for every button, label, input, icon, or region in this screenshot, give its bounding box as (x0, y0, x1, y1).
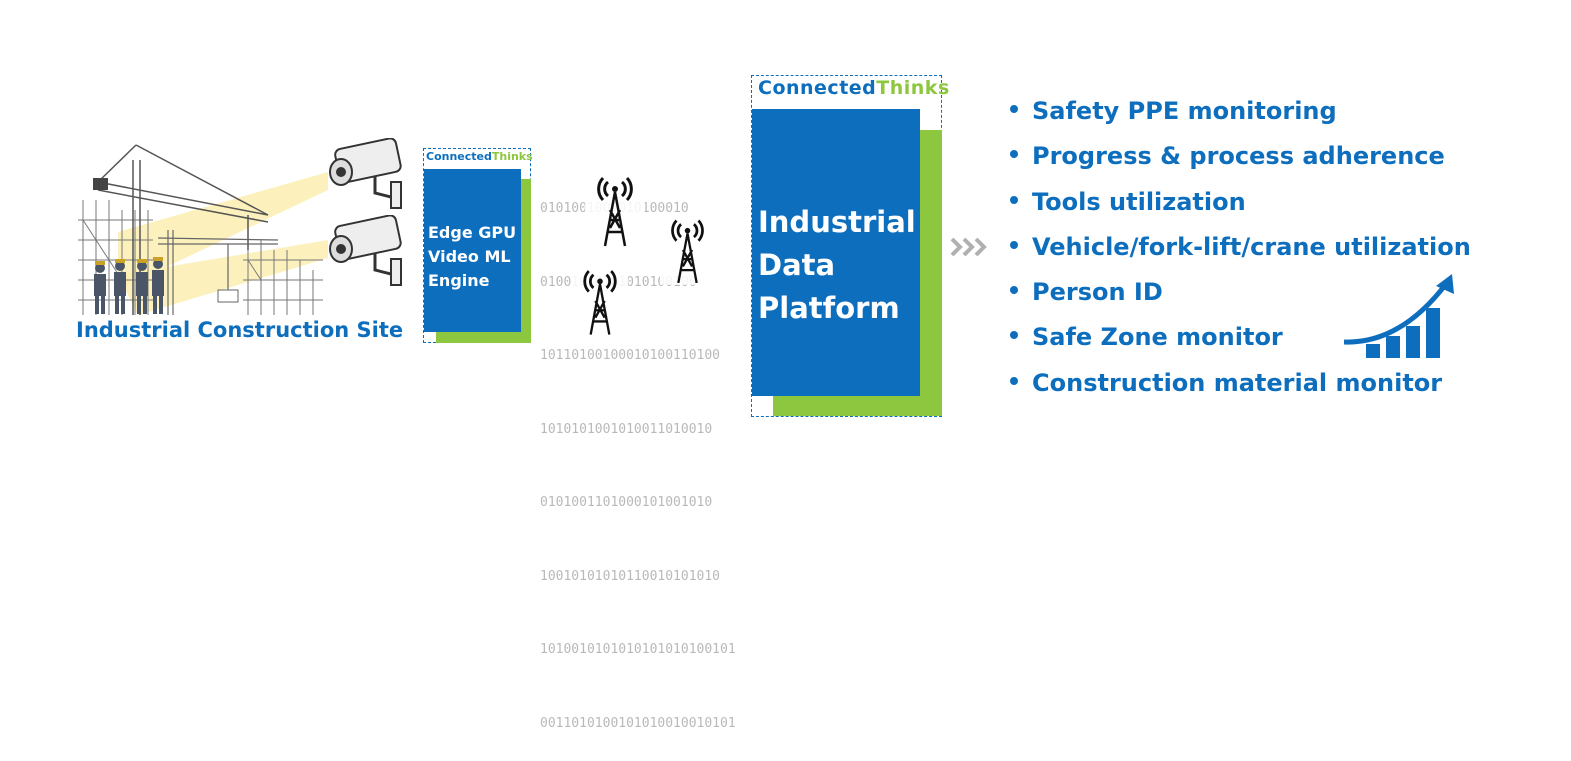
platform-card: ConnectedThinks Industrial Data Platform (751, 75, 949, 417)
list-item: Safe Zone monitor (1010, 318, 1471, 363)
radio-tower-svg (585, 170, 645, 248)
capabilities-list: Safety PPE monitoring Progress & process… (1010, 92, 1471, 409)
bullet-dot-icon (1010, 286, 1018, 295)
list-item: Vehicle/fork-lift/crane utilization (1010, 228, 1471, 273)
bullet-dot-icon (1010, 105, 1018, 113)
list-item: Safety PPE monitoring (1010, 92, 1471, 137)
edge-title: Edge GPU Video ML Engine (428, 221, 516, 293)
list-item-label: Tools utilization (1032, 187, 1246, 216)
list-item-label: Safe Zone monitor (1032, 323, 1283, 352)
list-item: Person ID (1010, 273, 1471, 318)
growth-chart-icon (1340, 272, 1458, 362)
list-item: Tools utilization (1010, 183, 1471, 228)
radio-tower-icon (585, 170, 645, 248)
list-item: Construction material monitor (1010, 364, 1471, 409)
binary-line: 10110100100010100110100 (540, 348, 721, 363)
bullet-dot-icon (1010, 240, 1018, 249)
radio-tower-svg (660, 213, 715, 285)
edge-title-line: Edge GPU (428, 223, 517, 242)
construction-site-svg (78, 144, 328, 315)
edge-brand-part-b: Thinks (491, 150, 533, 163)
edge-brand-part-a: Connected (426, 150, 492, 163)
list-item: Progress & process adherence (1010, 137, 1471, 182)
edge-card-blue-panel (424, 169, 521, 332)
binary-line: 0011010100101010010010101 (540, 715, 736, 731)
cctv-camera-bottom-svg (329, 214, 402, 286)
bullet-dot-icon (1010, 150, 1018, 159)
binary-line: 1010010101010101010100101 (540, 642, 736, 657)
bullet-dot-icon (1010, 195, 1018, 204)
edge-card: ConnectedThinks Edge GPU Video ML Engine (423, 148, 533, 343)
platform-brand-part-a: Connected (758, 77, 877, 99)
platform-brand: ConnectedThinks (758, 77, 950, 99)
cctv-camera-icon (315, 137, 410, 210)
binary-line: 1010101001010011010010 (540, 421, 713, 437)
platform-title-line: Industrial (758, 205, 916, 239)
platform-title: Industrial Data Platform (758, 201, 916, 330)
list-item-label: Person ID (1032, 278, 1163, 307)
cctv-camera-icon (315, 214, 410, 287)
construction-site-illustration (78, 140, 408, 320)
edge-title-line: Video ML (428, 247, 511, 266)
list-item-label: Progress & process adherence (1032, 142, 1445, 171)
platform-title-line: Platform (758, 291, 900, 325)
list-item-label: Safety PPE monitoring (1032, 97, 1337, 125)
list-item-label: Vehicle/fork-lift/crane utilization (1032, 232, 1471, 261)
site-label: Industrial Construction Site (76, 318, 404, 342)
edge-title-line: Engine (428, 271, 490, 290)
platform-card-blue-panel (752, 109, 920, 396)
bullet-dot-icon (1010, 331, 1018, 340)
chevrons-right-icon (950, 234, 990, 260)
cctv-camera-top-svg (329, 137, 402, 209)
growth-chart-svg (1343, 274, 1454, 358)
platform-brand-part-b: Thinks (876, 77, 950, 99)
radio-tower-icon (572, 262, 628, 338)
binary-line: 0101001101000101001010 (540, 495, 713, 510)
list-item-label: Construction material monitor (1032, 368, 1443, 397)
radio-tower-icon (660, 213, 715, 285)
radio-tower-svg (572, 263, 628, 337)
chevrons-svg (950, 237, 987, 257)
bullet-dot-icon (1010, 376, 1018, 385)
platform-title-line: Data (758, 248, 836, 282)
edge-brand: ConnectedThinks (426, 150, 533, 163)
binary-line: 10010101010110010101010 (540, 568, 721, 584)
